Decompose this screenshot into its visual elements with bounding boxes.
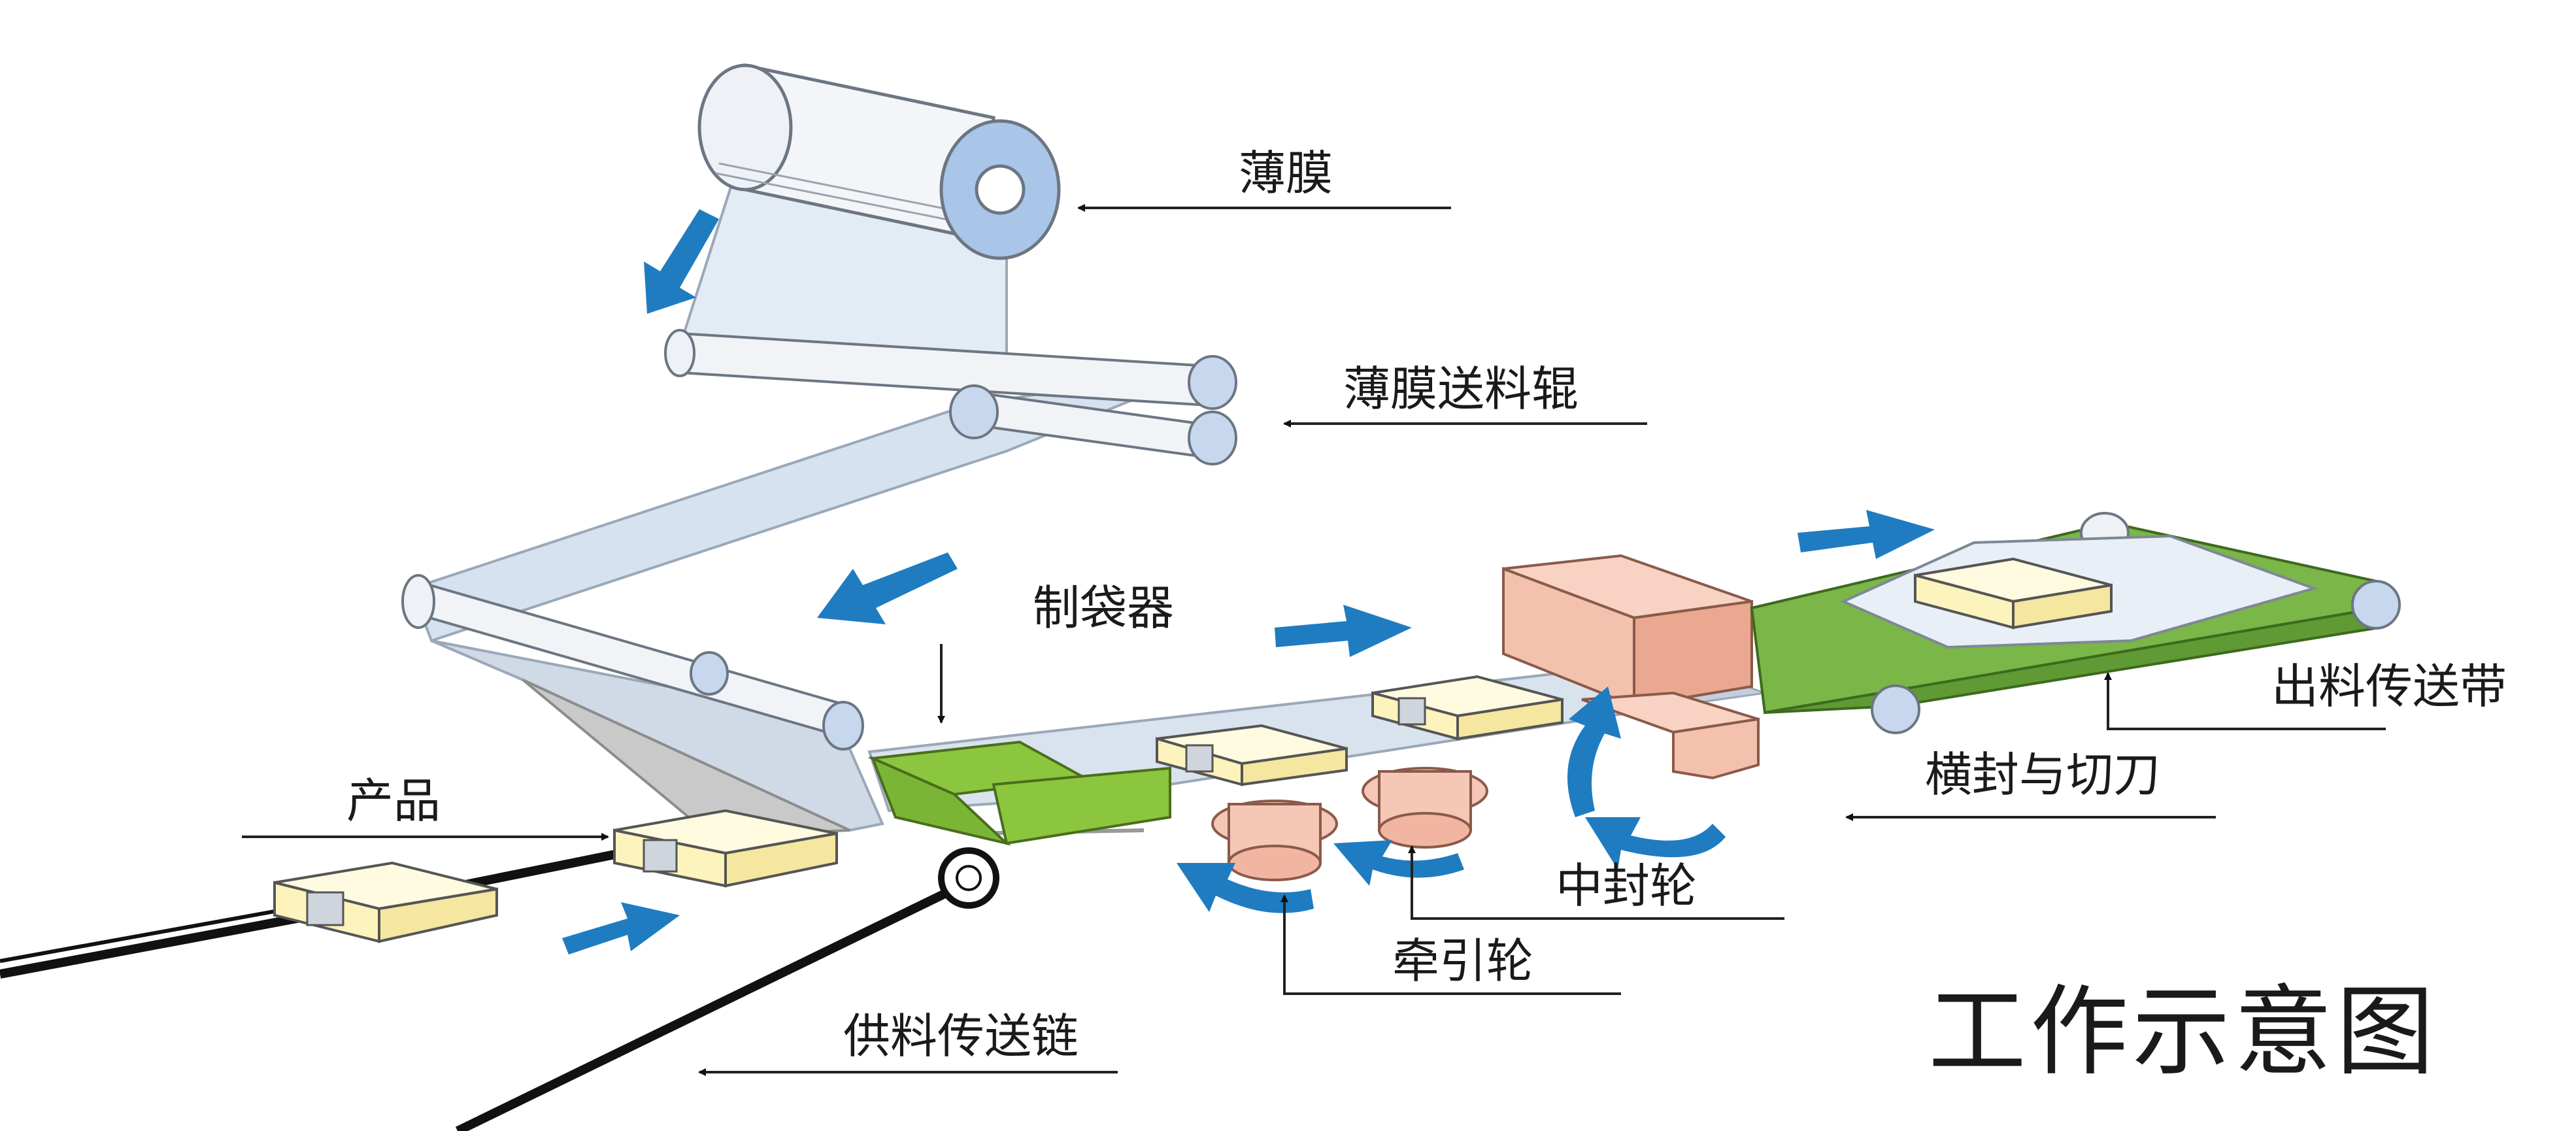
cross-sealer [1502, 554, 1760, 780]
rotate-arrow-icon [1177, 863, 1314, 913]
rotate-arrow-icon [1585, 817, 1726, 869]
label-feed-chain: 供料传送链 [843, 1009, 1079, 1064]
feed-chain [0, 828, 1145, 1131]
label-product: 产品 [346, 773, 441, 828]
traction-wheels [1211, 767, 1488, 881]
flow-arrows [562, 209, 1935, 954]
label-bag-former: 制袋器 [1033, 581, 1174, 635]
rotate-arrow-icon [1567, 686, 1621, 817]
film-web [410, 181, 1765, 839]
products [273, 557, 2113, 943]
label-center-seal-wheel: 中封轮 [1556, 858, 1697, 913]
bag-former [867, 740, 1171, 846]
arrow-up-right-icon [1798, 510, 1935, 559]
label-film: 薄膜 [1239, 146, 1333, 201]
label-film-feed-roller: 薄膜送料辊 [1343, 362, 1579, 416]
leader-lines [242, 204, 2386, 1076]
film-feed-rollers [401, 329, 1237, 751]
label-output-conveyor: 出料传送带 [2271, 659, 2507, 714]
film-roll [697, 63, 1061, 260]
arrow-right-icon [1275, 605, 1412, 657]
rotate-arrow-icon [1333, 840, 1464, 886]
arrow-up-right-icon [562, 902, 680, 954]
diagram-title: 工作示意图 [1928, 975, 2438, 1089]
arrow-down-left-icon [817, 552, 958, 624]
arrow-down-left-icon [644, 209, 719, 314]
label-traction-wheel: 牵引轮 [1392, 934, 1533, 988]
label-cross-seal-cutter: 横封与切刀 [1925, 747, 2160, 802]
